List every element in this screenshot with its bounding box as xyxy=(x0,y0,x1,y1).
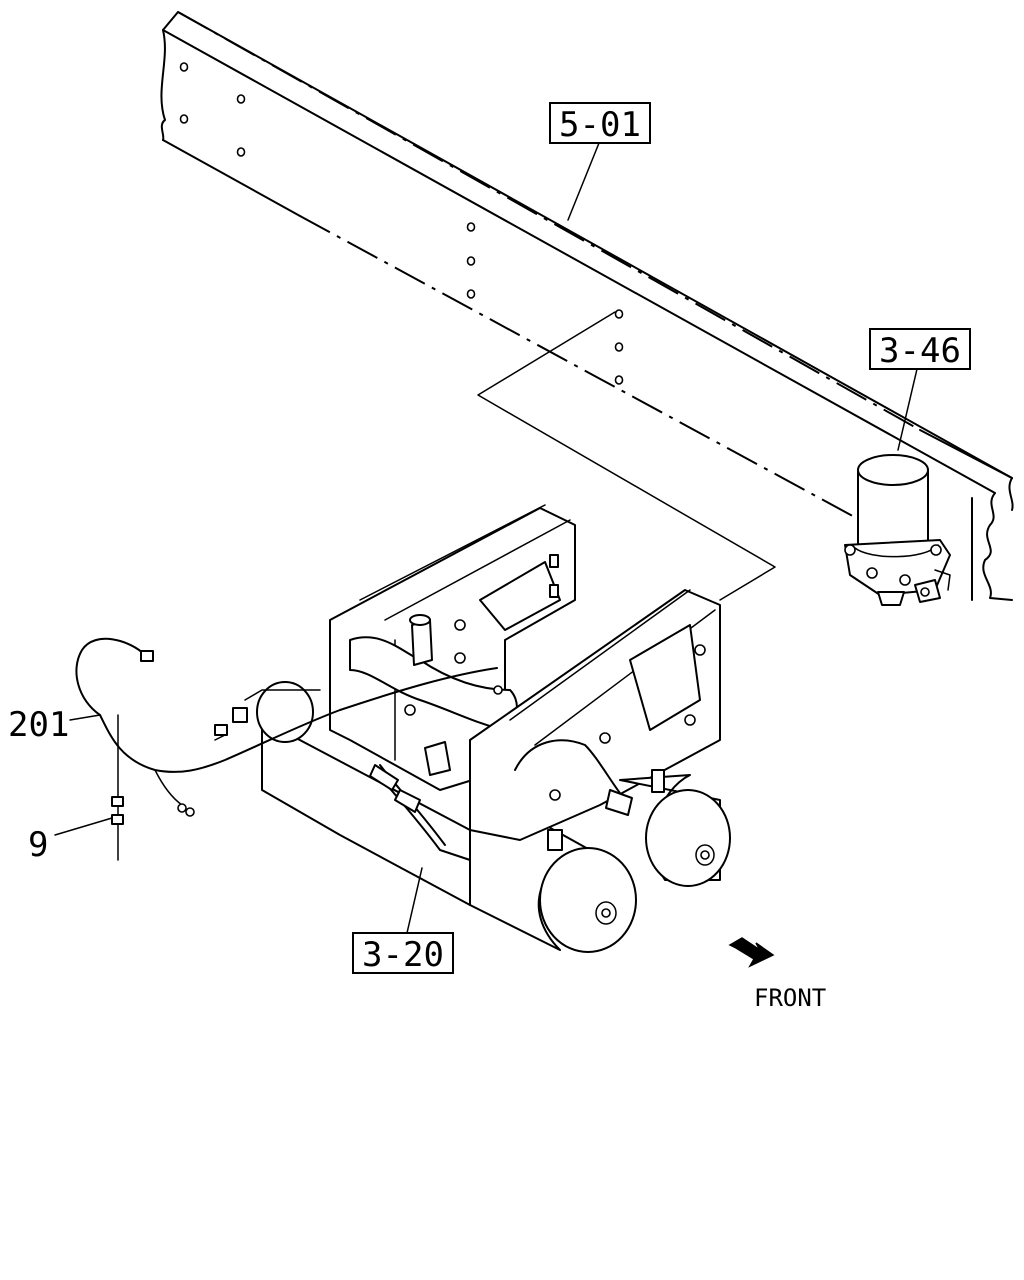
front-label: FRONT xyxy=(754,984,826,1012)
callout-tank-ref[interactable]: 3-20 xyxy=(352,932,454,975)
callout-tank-ref-text: 3-20 xyxy=(362,935,444,975)
callout-dryer-ref[interactable]: 3-46 xyxy=(869,328,971,371)
front-arrow-icon xyxy=(728,937,775,968)
callout-dryer-ref-text: 3-46 xyxy=(879,331,961,371)
air-tank-assembly xyxy=(244,504,731,953)
callout-clip-ref[interactable]: 9 xyxy=(28,825,48,865)
front-direction-indicator: FRONT xyxy=(728,937,826,1012)
air-dryer xyxy=(844,454,951,606)
callout-harness-ref[interactable]: 201 xyxy=(8,705,69,745)
callout-frame-ref-text: 5-01 xyxy=(559,105,641,145)
leader-lines xyxy=(54,142,918,934)
callout-frame-ref[interactable]: 5-01 xyxy=(549,102,651,145)
wiring-harness xyxy=(75,637,503,861)
frame-rail xyxy=(160,11,1014,601)
